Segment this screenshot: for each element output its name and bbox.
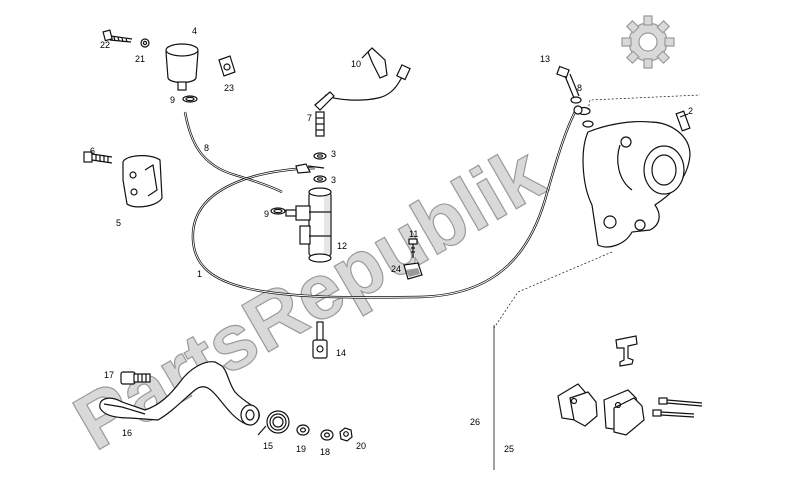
callout-8b: 8 (577, 83, 582, 93)
callout-21: 21 (135, 54, 145, 64)
gear-logo-icon (621, 15, 675, 69)
callout-4: 4 (192, 26, 197, 36)
washer-18 (320, 429, 334, 441)
nut-20 (339, 427, 353, 442)
callout-3a: 3 (331, 149, 336, 159)
washer-21 (140, 38, 150, 48)
hose-clamp-lower (270, 207, 286, 215)
callout-9b: 9 (264, 209, 269, 219)
callout-6: 6 (90, 146, 95, 156)
callout-11: 11 (409, 229, 418, 239)
return-spring (257, 410, 290, 436)
callout-22: 22 (100, 40, 110, 50)
callout-25: 25 (504, 444, 514, 454)
clip-23 (218, 55, 236, 77)
master-cylinder (285, 187, 332, 263)
push-rod (312, 321, 328, 359)
callout-15: 15 (263, 441, 273, 451)
brake-pedal (99, 361, 260, 426)
cover-5 (122, 155, 163, 208)
callout-7: 7 (307, 113, 312, 123)
callout-10: 10 (351, 59, 361, 69)
callout-16: 16 (122, 428, 132, 438)
brake-fluid-reservoir (165, 43, 199, 91)
callout-24: 24 (391, 264, 401, 274)
screw-11 (408, 238, 418, 258)
pivot-bolt (120, 371, 151, 385)
callout-19: 19 (296, 444, 306, 454)
callout-18: 18 (320, 447, 330, 457)
washer-19 (296, 424, 310, 436)
callout-12: 12 (337, 241, 347, 251)
washers-3 (295, 152, 327, 183)
callout-26: 26 (470, 417, 480, 427)
callout-8a: 8 (204, 143, 209, 153)
pad-pins (652, 397, 703, 418)
leader-lines (493, 94, 701, 470)
callout-23: 23 (224, 83, 234, 93)
banjo-bolt (556, 65, 594, 128)
brake-pads (557, 383, 645, 436)
callout-labels: 1 2 3 3 4 5 6 7 8 8 9 9 10 11 12 13 14 1… (90, 26, 693, 457)
screw-6 (83, 151, 113, 164)
switch-wire (314, 64, 411, 137)
callout-3b: 3 (331, 175, 336, 185)
brake-hose (191, 107, 579, 299)
callout-17: 17 (104, 370, 114, 380)
callout-13: 13 (540, 54, 550, 64)
callout-14: 14 (336, 348, 346, 358)
callout-1: 1 (197, 269, 202, 279)
clip-24 (403, 262, 423, 280)
reservoir-hose (183, 111, 283, 194)
callout-20: 20 (356, 441, 366, 451)
callout-2: 2 (688, 106, 693, 116)
hose-clamp-upper (182, 95, 198, 103)
brake-caliper (582, 120, 691, 248)
screw-22 (102, 29, 133, 43)
callout-9a: 9 (170, 95, 175, 105)
callout-5: 5 (116, 218, 121, 228)
pad-spring-clip (615, 335, 638, 367)
wire-clip (361, 47, 388, 79)
bleed-screw (675, 110, 691, 132)
